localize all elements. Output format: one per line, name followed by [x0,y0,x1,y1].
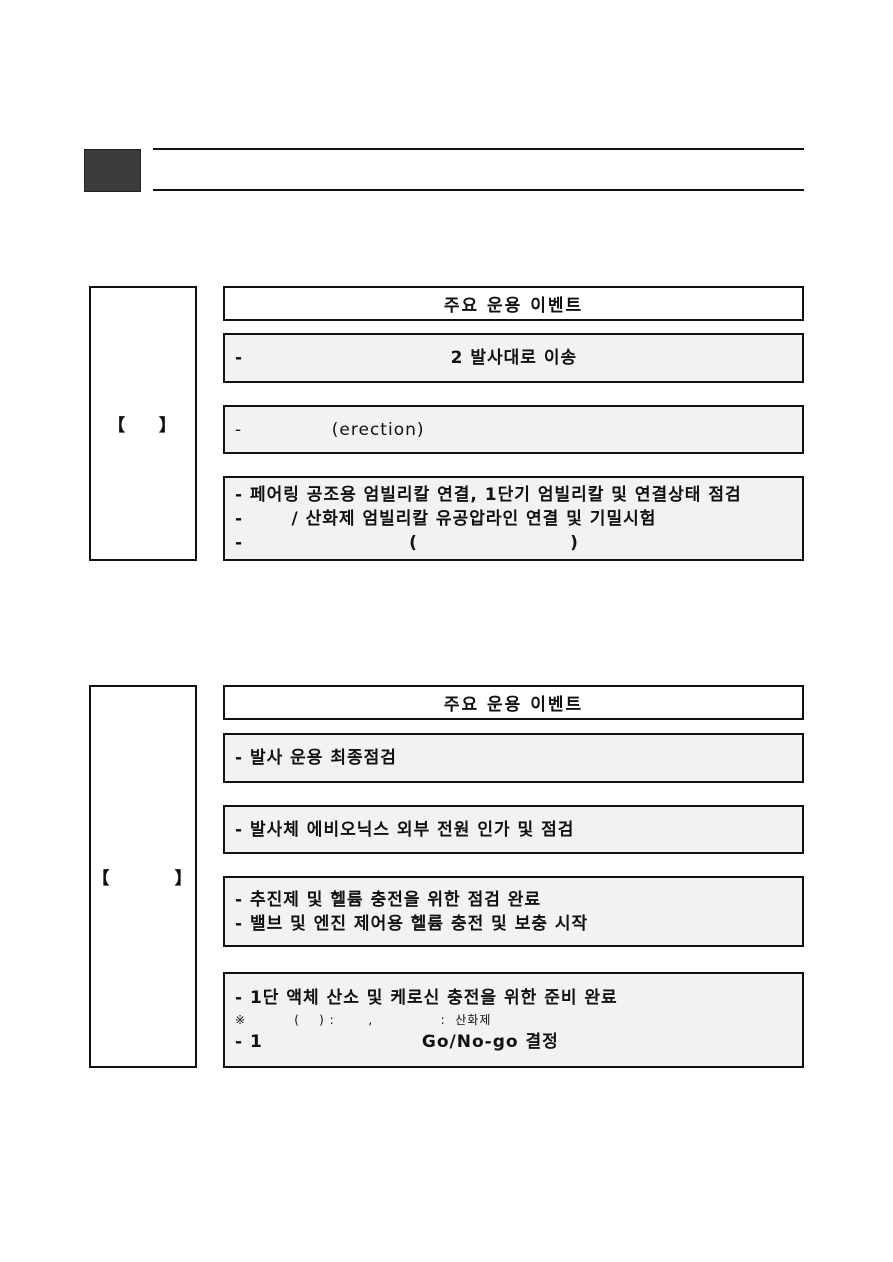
section2-side-label: 【 】 [92,869,194,889]
event-note-line: ※ ( ) : , : 산화제 [235,1013,492,1027]
section2-event-1: - 발사 운용 최종점검 [223,733,804,783]
section2-side-box: 【 】 [89,685,197,1068]
event-line: - 1 Go/No-go 결정 [235,1032,559,1052]
section2-event-4: - 1단 액체 산소 및 케로신 충전을 위한 준비 완료 ※ ( ) : , … [223,972,804,1068]
event-line: - 발사 운용 최종점검 [235,748,397,768]
event-line: - 밸브 및 엔진 제어용 헬륨 충전 및 보충 시작 [235,913,589,934]
section1-side-label: 【 】 [108,416,178,436]
event-line: - 2 발사대로 이송 [235,348,578,368]
event-line: - ( ) [235,532,579,553]
header-rule-top [153,148,804,150]
event-line: - 추진제 및 헬륨 충전을 위한 점검 완료 [235,889,542,910]
section1-event-1: - 2 발사대로 이송 [223,333,804,383]
event-line: - (erection) [235,419,425,440]
header-rule-bottom [153,189,804,191]
section1-table-title: 주요 운용 이벤트 [223,286,804,321]
event-line: - 1단 액체 산소 및 케로신 충전을 위한 준비 완료 [235,988,618,1008]
section1-event-2: - (erection) [223,405,804,454]
section2-event-3: - 추진제 및 헬륨 충전을 위한 점검 완료 - 밸브 및 엔진 제어용 헬륨… [223,876,804,947]
section-marker-block [84,149,141,192]
event-line: - 페어링 공조용 엄빌리칼 연결, 1단기 엄빌리칼 및 연결상태 점검 [235,484,742,505]
section2-table-title: 주요 운용 이벤트 [223,685,804,720]
section1-side-box: 【 】 [89,286,197,561]
section1-event-3: - 페어링 공조용 엄빌리칼 연결, 1단기 엄빌리칼 및 연결상태 점검 - … [223,476,804,561]
event-line: - / 산화제 엄빌리칼 유공압라인 연결 및 기밀시험 [235,508,657,529]
section2-event-2: - 발사체 에비오닉스 외부 전원 인가 및 점검 [223,805,804,854]
event-line: - 발사체 에비오닉스 외부 전원 인가 및 점검 [235,819,575,840]
